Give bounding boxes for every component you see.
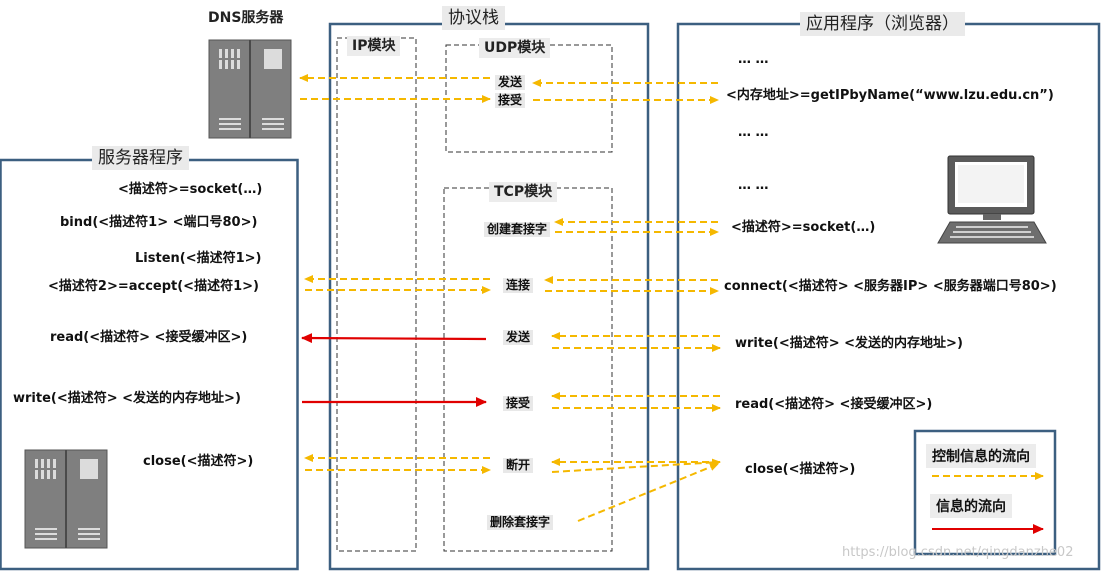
protocol-stack-frame: [328, 22, 650, 571]
server-listen-call: Listen(<描述符1>): [135, 251, 262, 266]
app-ellipsis-2: … …: [738, 125, 769, 140]
app-connect-call: connect(<描述符> <服务器IP> <服务器端口号80>): [724, 279, 1057, 294]
tcp-send-label: 发送: [503, 330, 534, 345]
tcp-module-box: [443, 187, 613, 552]
watermark-text: https://blog.csdn.net/qingdanzhe02: [842, 545, 1074, 560]
tcp-disconnect-to-app-arrow: [551, 458, 721, 473]
tcp-recv-label: 接受: [503, 396, 534, 411]
app-close-call: close(<描述符>): [745, 462, 856, 477]
app-socket-call: <描述符>=socket(…): [731, 220, 876, 235]
tcp-delete-to-app-arrow: [577, 463, 719, 522]
application-title: 应用程序（浏览器）: [800, 12, 965, 36]
app-ellipsis-3: … …: [738, 178, 769, 193]
server-write-call: write(<描述符> <发送的内存地址>): [13, 391, 241, 406]
dns-server-title: DNS服务器: [202, 6, 290, 30]
tcp-create-socket-label: 创建套接字: [484, 222, 551, 237]
app-ellipsis-1: … …: [738, 52, 769, 67]
app-gethost-call: <内存地址>=getIPbyName(“www.lzu.edu.cn”): [726, 88, 1054, 103]
ip-module-title: IP模块: [347, 36, 401, 56]
tcp-disconnect-label: 断开: [503, 458, 534, 473]
udp-module-title: UDP模块: [479, 38, 551, 58]
server-accept-call: <描述符2>=accept(<描述符1>): [48, 279, 259, 294]
dns-server-icon: [208, 39, 292, 139]
udp-send-label: 发送: [495, 75, 526, 90]
client-computer-icon: [937, 155, 1047, 244]
flow-arrows: [299, 74, 721, 522]
protocol-stack-title: 协议栈: [442, 6, 505, 30]
ip-module-box: [336, 37, 417, 552]
server-bind-call: bind(<描述符1> <端口号80>): [60, 215, 258, 230]
tcp-delete-socket-label: 删除套接字: [487, 515, 554, 530]
tcp-connect-label: 连接: [503, 278, 534, 293]
tcp-send-to-server-data-arrow: [301, 333, 487, 344]
udp-recv-label: 接受: [495, 93, 526, 108]
app-write-call: write(<描述符> <发送的内存地址>): [735, 336, 963, 351]
app-read-call: read(<描述符> <接受缓冲区>): [735, 397, 933, 412]
server-program-title: 服务器程序: [92, 146, 189, 170]
tcp-module-title: TCP模块: [489, 182, 558, 202]
legend-control-label: 控制信息的流向: [926, 444, 1036, 468]
server-socket-call: <描述符>=socket(…): [118, 182, 263, 197]
web-server-icon: [24, 449, 108, 549]
application-frame: [676, 22, 1101, 571]
legend-data-label: 信息的流向: [930, 494, 1012, 518]
server-close-call: close(<描述符>): [143, 454, 254, 469]
server-read-call: read(<描述符> <接受缓冲区>): [50, 330, 248, 345]
legend-box: [913, 429, 1057, 556]
